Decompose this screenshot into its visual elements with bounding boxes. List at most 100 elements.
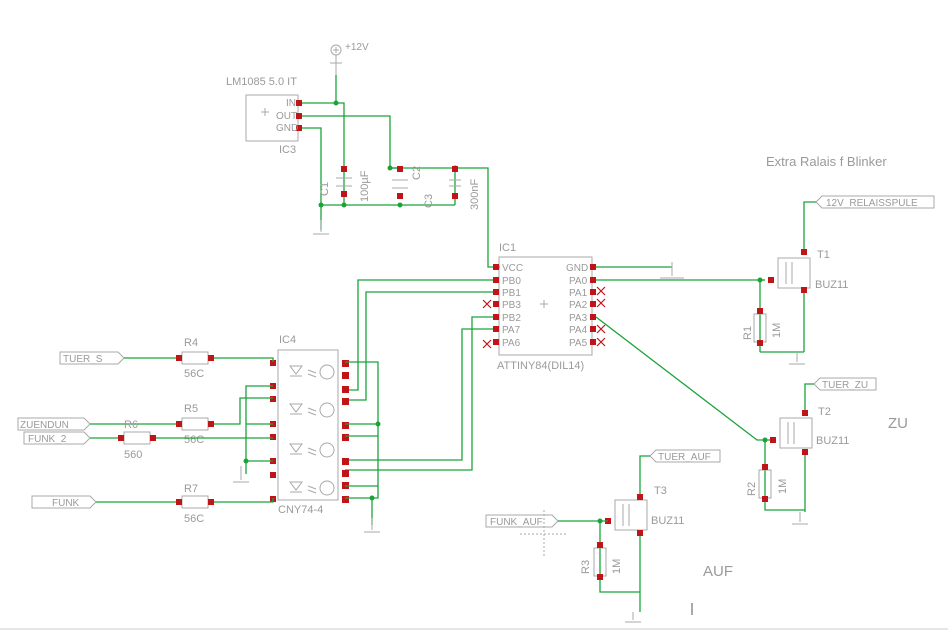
- c3-value: 300nF: [469, 179, 481, 210]
- resistor-r1[interactable]: [753, 308, 767, 346]
- capacitor-c2[interactable]: [392, 166, 408, 199]
- resistor-r5[interactable]: [176, 417, 214, 431]
- r2-value: 1M: [777, 479, 789, 494]
- net-label-funk-2[interactable]: [23, 431, 91, 445]
- wire-ic4-gnd-bus: [345, 361, 379, 499]
- ic3-pin-out: OUT: [276, 111, 297, 122]
- ic1-pin-pb3: PB3: [502, 300, 521, 311]
- ic3-pin-gnd: GND: [276, 123, 298, 134]
- net-funk-2-text: FUNK_2: [28, 434, 67, 445]
- r4-name: R4: [184, 337, 198, 349]
- ic4-optocoupler[interactable]: [270, 349, 349, 503]
- net-zuendung-text: ZUENDUN: [20, 420, 69, 431]
- wire-tuerauf-drain: [639, 455, 650, 498]
- net-tuer-s-text: TUER_S: [63, 354, 103, 365]
- r7-value: 56C: [184, 513, 204, 525]
- r5-name: R5: [184, 403, 198, 415]
- r6-value: 560: [124, 449, 142, 461]
- r2-name: R2: [746, 482, 758, 496]
- r3-name: R3: [580, 560, 592, 574]
- ic1-name: IC1: [499, 242, 516, 254]
- capacitor-c3[interactable]: [449, 166, 461, 199]
- transistor-t3[interactable]: [605, 494, 648, 536]
- wire-pb1: [345, 291, 493, 401]
- wire-pb2: [345, 316, 493, 471]
- resistor-r7[interactable]: [176, 495, 214, 509]
- ic3-pin-in: IN: [286, 98, 296, 109]
- wire-tuerzu-drain: [804, 383, 814, 412]
- t2-name: T2: [818, 406, 831, 418]
- t1-name: T1: [817, 249, 830, 261]
- ic1-pin-pb2: PB2: [502, 313, 521, 324]
- net-label-funk-auf[interactable]: [485, 514, 559, 528]
- t3-name: T3: [654, 485, 667, 497]
- resistor-r4[interactable]: [176, 351, 214, 365]
- ground-symbol-t3: [625, 612, 641, 623]
- net-funk-auf-text: FUNK_AUF: [490, 517, 543, 528]
- c1-value: 100µF: [359, 170, 371, 202]
- ic1-microcontroller[interactable]: [482, 256, 606, 356]
- ic1-pin-pb1: PB1: [502, 288, 521, 299]
- net-label-zuendung[interactable]: [17, 417, 91, 431]
- wire-12v-in: [302, 75, 337, 104]
- wire-r4-ic4: [214, 357, 274, 362]
- r4-value: 56C: [184, 368, 204, 380]
- ground-symbol-supply: [313, 220, 329, 235]
- note-auf: AUF: [703, 563, 733, 580]
- resistor-r2[interactable]: [758, 464, 772, 502]
- ic1-pin-pa5: PA5: [569, 338, 588, 349]
- c3-name: C3: [423, 194, 435, 208]
- supply-label: +12V: [345, 42, 369, 53]
- wire-ic4-left-gnd: [245, 385, 273, 474]
- wire-t2-gate: [764, 440, 805, 511]
- resistor-r3[interactable]: [593, 542, 607, 580]
- r1-value: 1M: [771, 323, 783, 338]
- ic1-pin-pa3: PA3: [569, 313, 588, 324]
- transistor-t2[interactable]: [770, 410, 813, 455]
- r7-name: R7: [184, 483, 198, 495]
- wire-gnd-ic3: [302, 127, 322, 230]
- ic1-pin-vcc: VCC: [502, 263, 523, 274]
- c2-name: C2: [411, 166, 423, 180]
- r5-value: 56C: [184, 434, 204, 446]
- ic1-pin-pa7: PA7: [502, 325, 521, 336]
- net-tuer-zu-text: TUER_ZU: [822, 380, 868, 391]
- net-label-tuer-s[interactable]: [59, 351, 125, 365]
- net-tuer-auf-text: TUER_AUF: [658, 452, 711, 463]
- capacitor-c1[interactable]: [336, 166, 352, 197]
- ic4-name: IC4: [279, 334, 296, 346]
- note-zu: ZU: [888, 415, 908, 432]
- ic1-pin-gnd: GND: [566, 263, 588, 274]
- net-label-tuer-auf[interactable]: [649, 449, 721, 463]
- ic4-part: CNY74-4: [278, 504, 323, 516]
- net-label-funk[interactable]: [31, 495, 97, 509]
- ic1-pin-pa6: PA6: [502, 338, 521, 349]
- ground-symbol-t1: [789, 352, 805, 365]
- r6-name: R6: [124, 419, 138, 431]
- resistor-r6[interactable]: [118, 431, 156, 445]
- ic3-part: LM1085 5.0 IT: [226, 76, 297, 88]
- r1-name: R1: [742, 326, 754, 340]
- ic1-pin-pb0: PB0: [502, 276, 521, 287]
- r3-value: 1M: [611, 559, 623, 574]
- wire-r7-ic4: [214, 498, 274, 503]
- ground-symbol-ic1: [660, 262, 684, 279]
- net-label-tuer-zu[interactable]: [813, 377, 877, 391]
- c1-name: C1: [319, 182, 331, 196]
- supply-symbol[interactable]: [330, 44, 342, 75]
- note-extra-relay: Extra Ralais f Blinker: [766, 154, 887, 169]
- ground-symbol-ic4: [364, 518, 380, 533]
- wire-pa7: [345, 328, 493, 461]
- wire-relais-drain: [803, 201, 816, 252]
- ground-symbol-left: [233, 466, 249, 483]
- ground-symbol-t2: [792, 512, 808, 525]
- ic3-regulator[interactable]: [245, 94, 302, 142]
- net-label-relais[interactable]: [815, 195, 935, 209]
- transistor-t1[interactable]: [768, 249, 811, 293]
- t3-type: BUZ11: [651, 515, 684, 527]
- wire-c1: [336, 102, 345, 205]
- wire-pb0: [345, 279, 493, 391]
- ic1-pin-pa1: PA1: [569, 288, 588, 299]
- net-relais-text: 12V_RELAISSPULE: [826, 198, 918, 209]
